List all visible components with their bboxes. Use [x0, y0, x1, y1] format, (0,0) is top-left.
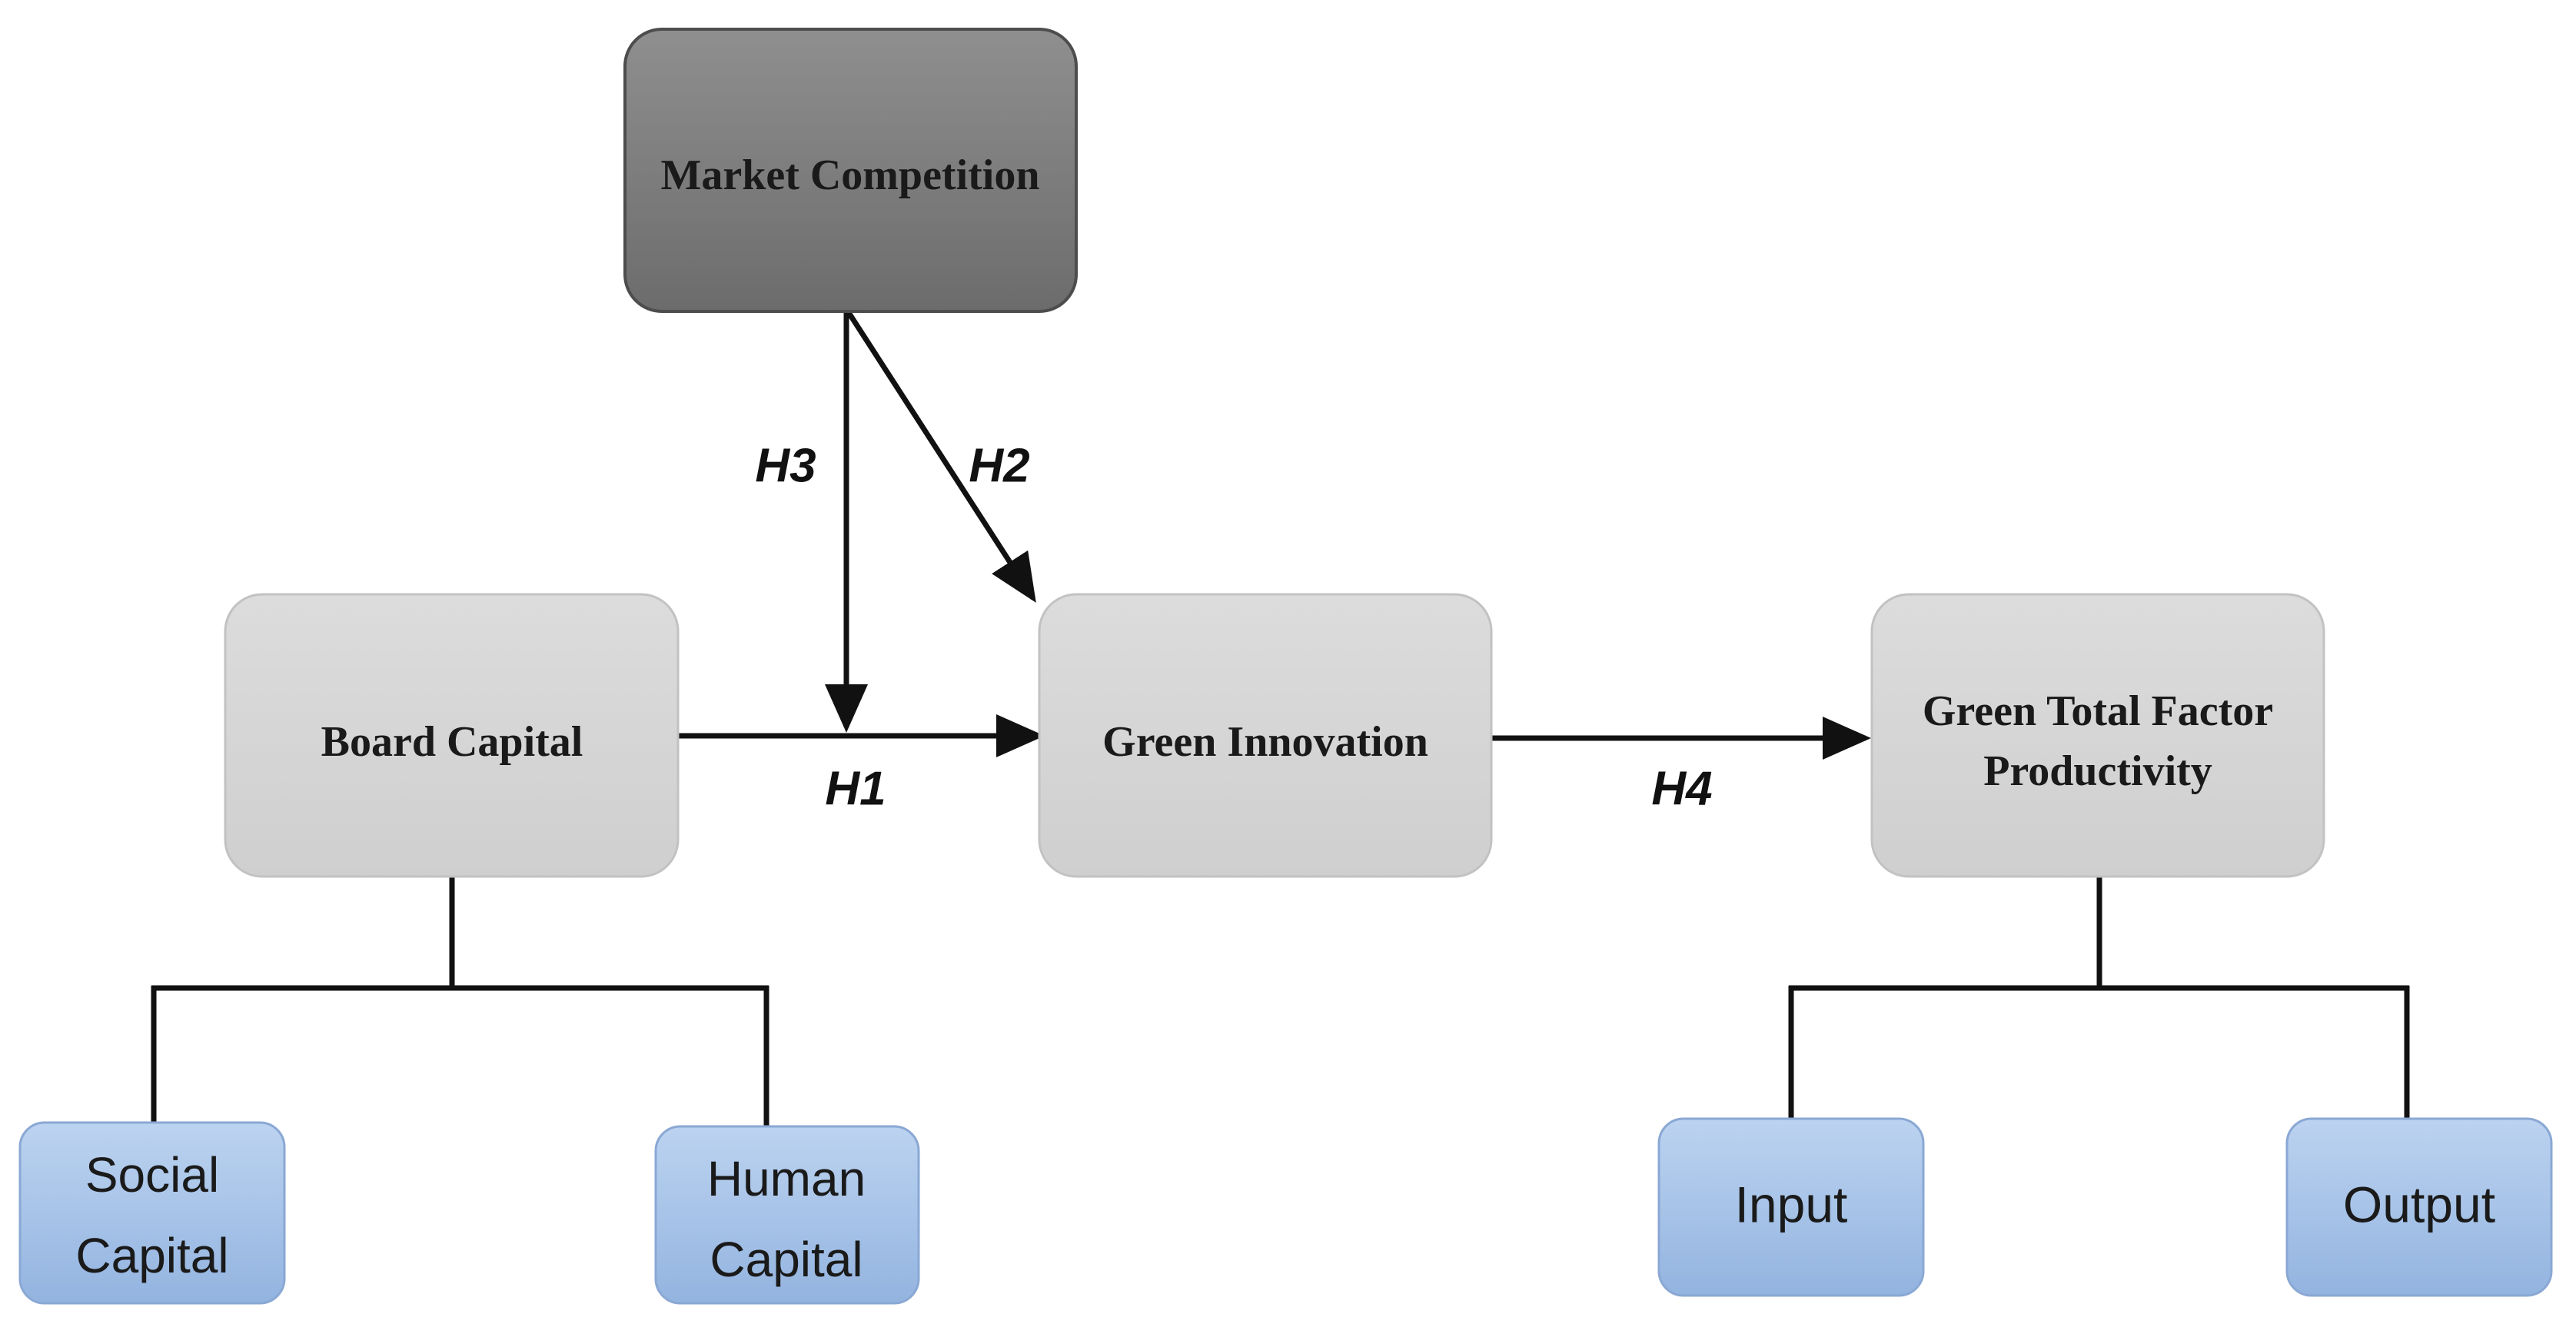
node-output: Output	[2285, 1117, 2553, 1297]
hypothesis-h1-label: H1	[825, 762, 886, 815]
node-market-competition: Market Competition	[623, 28, 1078, 313]
input-label: Input	[1735, 1176, 1848, 1233]
output-label: Output	[2343, 1176, 2495, 1233]
node-board-capital: Board Capital	[224, 593, 680, 878]
social-capital-label-line1: Social	[85, 1147, 219, 1203]
node-human-capital: Human Capital	[654, 1125, 920, 1305]
board-capital-label: Board Capital	[321, 718, 583, 766]
market-competition-label: Market Competition	[660, 151, 1039, 199]
green-innovation-label: Green Innovation	[1102, 718, 1428, 766]
node-social-capital: Social Capital	[18, 1121, 286, 1305]
hypothesis-h4-label: H4	[1651, 762, 1712, 815]
node-green-total-factor-productivity: Green Total Factor Productivity	[1870, 593, 2325, 878]
board-capital-tree	[151, 877, 769, 1126]
node-green-innovation: Green Innovation	[1038, 593, 1493, 878]
gtfp-label-line2: Productivity	[1983, 747, 2212, 795]
human-capital-label-line1: Human	[707, 1151, 866, 1206]
hypothesis-h3-label: H3	[755, 439, 816, 492]
social-capital-label-line2: Capital	[75, 1228, 228, 1283]
gtfp-label-line1: Green Total Factor	[1923, 687, 2273, 735]
edge-h2-market-to-innovation	[846, 310, 1036, 603]
node-input: Input	[1657, 1117, 1925, 1297]
human-capital-label-line2: Capital	[710, 1232, 863, 1287]
gtfp-tree	[1788, 877, 2410, 1119]
hypothesis-h2-label: H2	[969, 439, 1029, 492]
